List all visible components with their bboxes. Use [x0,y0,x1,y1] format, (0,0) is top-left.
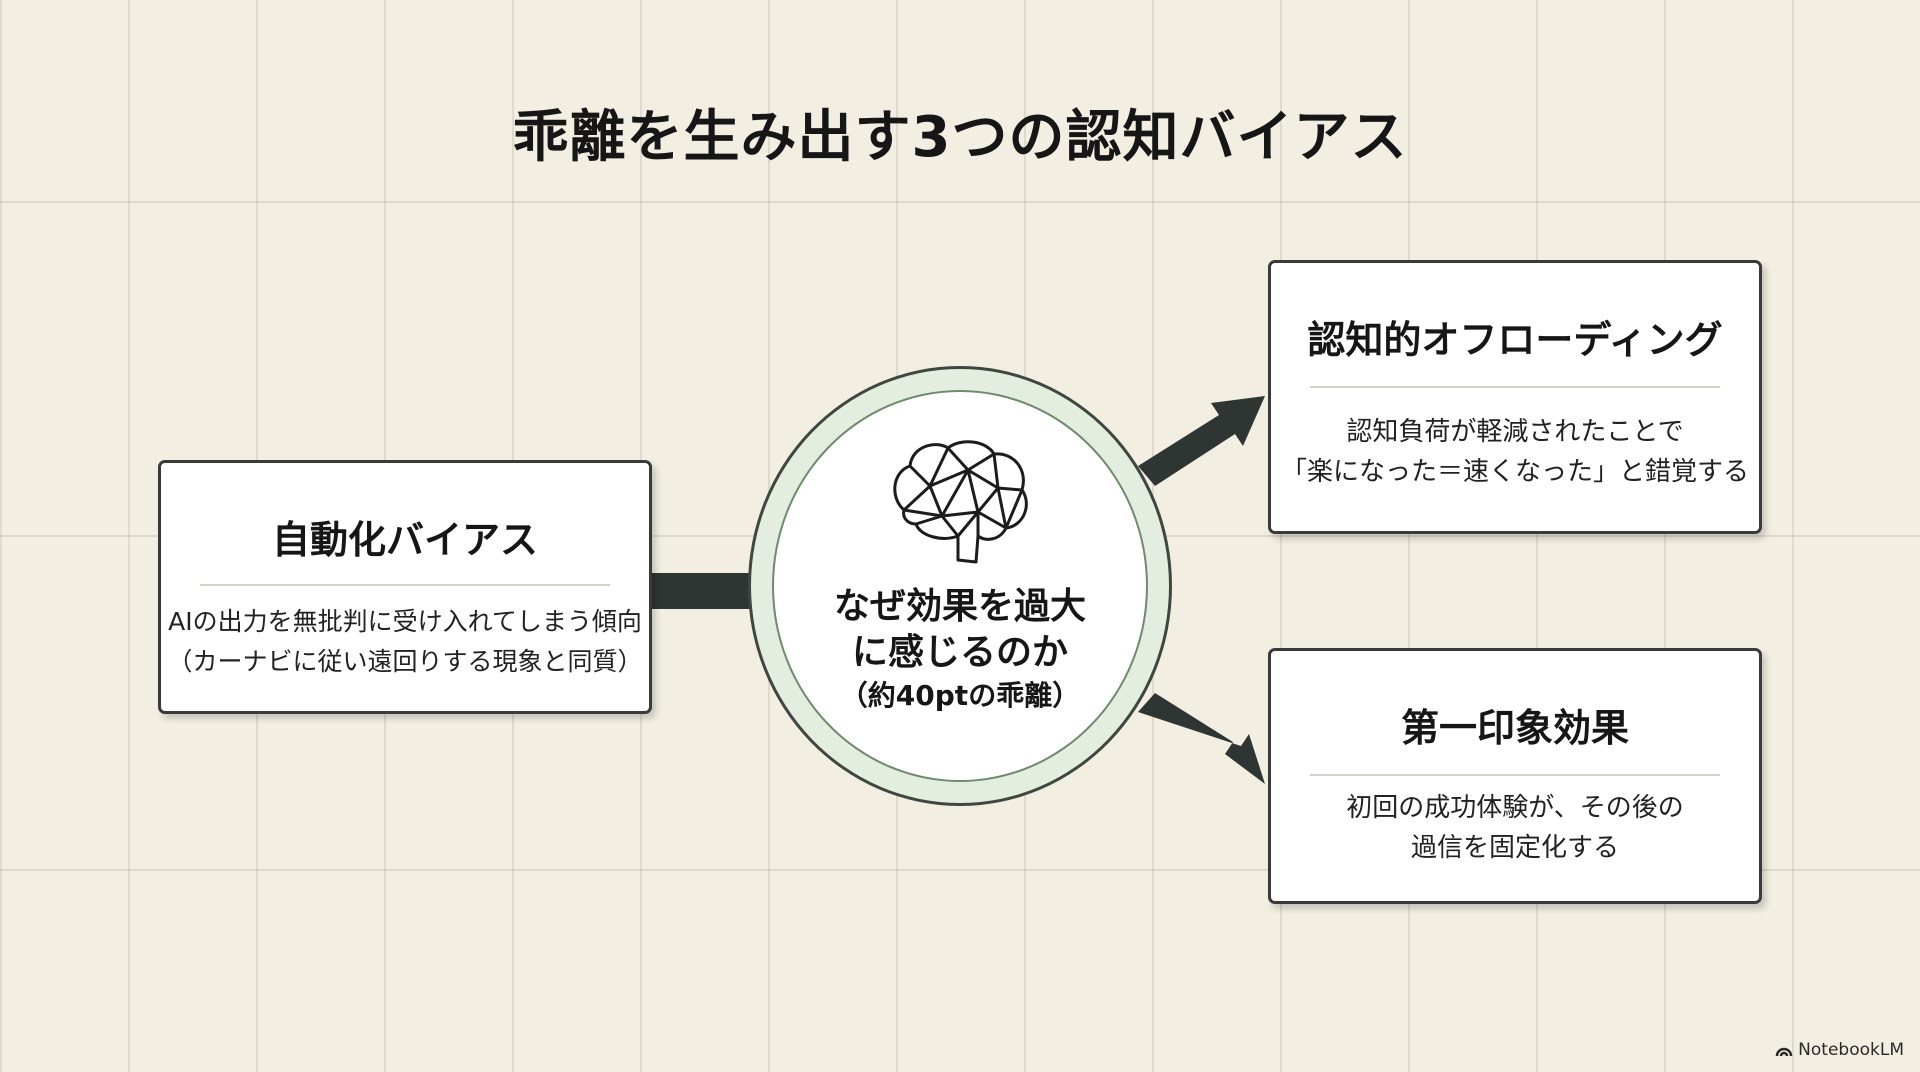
left-connector [650,573,754,609]
desc-line: 初回の成功体験が、その後の [1346,793,1684,823]
divider [1310,386,1720,388]
desc-line: AIの出力を無批判に受け入れてしまう傾向 [168,607,642,636]
hub-circle [772,390,1148,782]
hub-line-1: なぜ効果を過大 [833,586,1086,627]
cognitive-offloading-title: 認知的オフローディング [1307,318,1723,362]
arrow-bottom-right [1138,693,1265,784]
first-impression-desc: 初回の成功体験が、その後の 過信を固定化する [1271,788,1759,868]
hub-line-2: に感じるのか [851,632,1068,673]
divider [1310,774,1720,776]
desc-line: 「楽になった＝速くなった」と錯覚する [1280,457,1749,487]
desc-line: （カーナビに従い遠回りする現象と同質） [167,647,643,676]
desc-line: 認知負荷が軽減されたことで [1346,417,1684,447]
arrow-top-right [1138,396,1265,486]
automation-bias-title: 自動化バイアス [271,518,538,562]
brain-network-icon [893,440,1028,564]
hub-question: なぜ効果を過大 に感じるのか （約40ptの乖離） [772,584,1148,716]
brand-label: NotebookLM [1798,1040,1904,1060]
cognitive-offloading-card: 認知的オフローディング 認知負荷が軽減されたことで 「楽になった＝速くなった」と… [1268,260,1762,534]
notebooklm-logo-icon [1775,1047,1793,1057]
first-impression-card: 第一印象効果 初回の成功体験が、その後の 過信を固定化する [1268,648,1762,904]
automation-bias-card: 自動化バイアス AIの出力を無批判に受け入れてしまう傾向 （カーナビに従い遠回り… [158,460,652,714]
automation-bias-desc: AIの出力を無批判に受け入れてしまう傾向 （カーナビに従い遠回りする現象と同質） [161,602,649,682]
slide-title: 乖離を生み出す3つの認知バイアス [512,105,1408,170]
hub-line-3: （約40ptの乖離） [839,679,1081,712]
desc-line: 過信を固定化する [1410,833,1619,863]
cognitive-offloading-desc: 認知負荷が軽減されたことで 「楽になった＝速くなった」と錯覚する [1271,412,1759,492]
divider [200,584,610,586]
notebooklm-branding: NotebookLM [1775,1040,1904,1060]
first-impression-title: 第一印象効果 [1400,706,1629,750]
